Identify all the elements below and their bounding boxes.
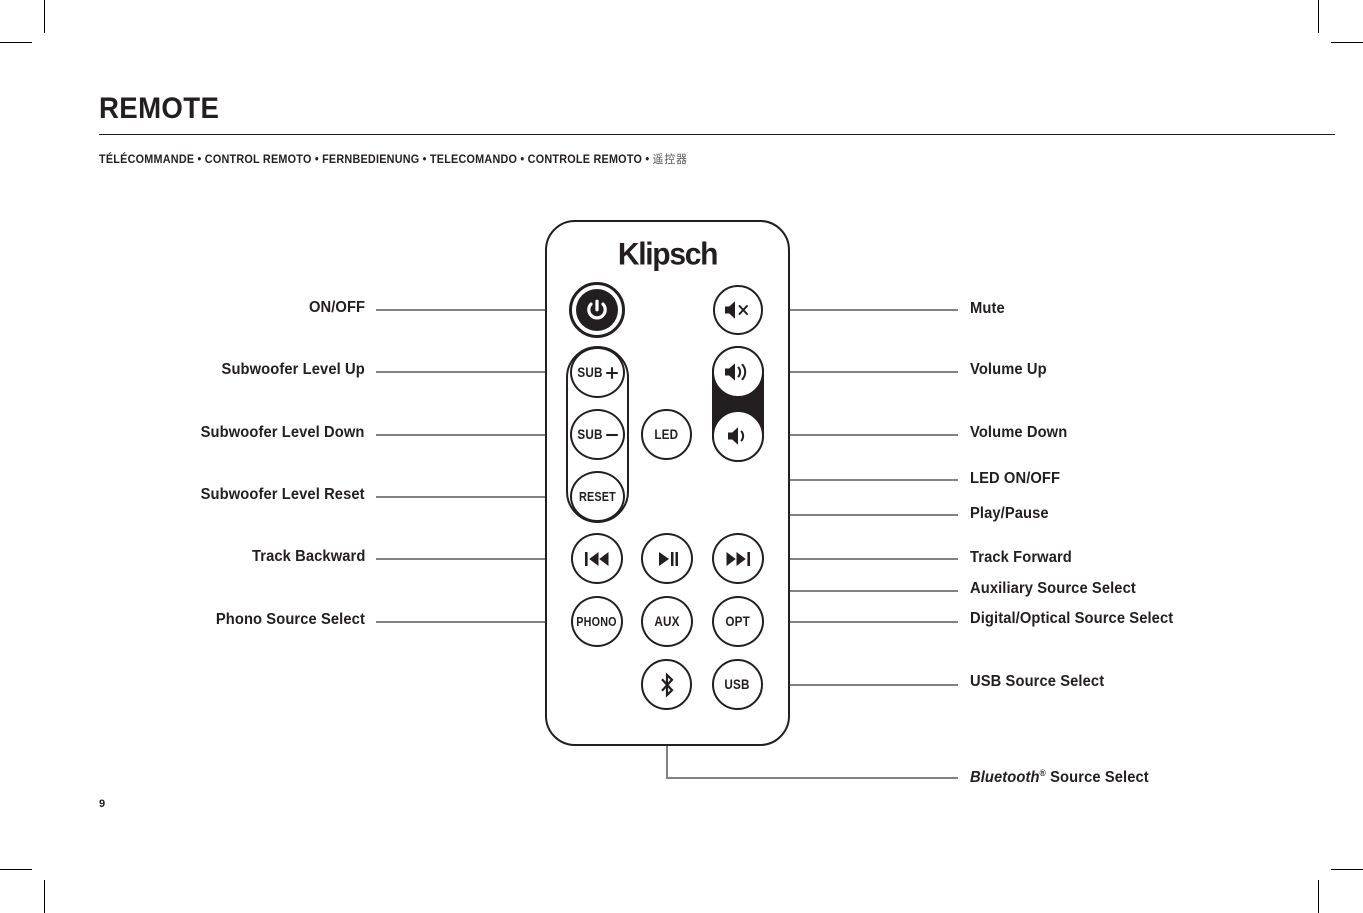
phono-label: PHONO [576, 614, 618, 629]
crop-mark-top-left-horizontal [0, 42, 32, 43]
previous-track-icon [585, 551, 609, 566]
subwoofer-up-label: SUB [577, 364, 603, 381]
page-title: REMOTE [99, 92, 220, 125]
callout-play-pause: Play/Pause [970, 505, 1049, 522]
subwoofer-level-reset-button[interactable]: RESET [570, 471, 625, 522]
callout-volume-up: Volume Up [970, 361, 1047, 378]
leader-track-forward [762, 558, 958, 560]
subwoofer-level-down-button[interactable]: SUB [570, 409, 625, 460]
usb-source-select-button[interactable]: USB [712, 659, 763, 710]
leader-volume-up [762, 371, 958, 373]
brand-logo: Klipsch [617, 236, 719, 272]
plus-icon [606, 366, 618, 379]
leader-subwoofer-level-reset [376, 496, 576, 498]
registered-trademark-icon: ® [1039, 768, 1046, 778]
led-label: LED [654, 426, 679, 443]
callout-subwoofer-level-up: Subwoofer Level Up [221, 361, 365, 378]
volume-up-button[interactable] [712, 346, 764, 398]
bluetooth-wordmark: Bluetooth [970, 769, 1040, 787]
leader-volume-down [762, 434, 958, 436]
crop-mark-top-right-vertical [1318, 0, 1319, 33]
bluetooth-icon [660, 671, 674, 698]
leader-on-off [376, 309, 576, 311]
callout-mute: Mute [970, 300, 1005, 317]
leader-digital-optical-source-select [762, 621, 958, 623]
volume-down-button[interactable] [712, 410, 764, 462]
track-backward-button[interactable] [571, 533, 623, 584]
callout-track-forward: Track Forward [970, 549, 1072, 566]
crop-mark-bottom-left-horizontal [0, 869, 32, 870]
bluetooth-source-select-button[interactable] [641, 659, 692, 710]
callout-subwoofer-level-down: Subwoofer Level Down [201, 424, 365, 441]
led-on-off-button[interactable]: LED [641, 409, 692, 460]
subtitle-translations: TÉLÉCOMMANDE • CONTROL REMOTO • FERNBEDI… [99, 151, 688, 167]
play-pause-icon [659, 551, 678, 566]
leader-auxiliary-horizontal [666, 590, 958, 592]
phono-source-select-button[interactable]: PHONO [571, 596, 623, 647]
opt-label: OPT [725, 613, 751, 630]
subtitle-latin: TÉLÉCOMMANDE • CONTROL REMOTO • FERNBEDI… [99, 154, 653, 166]
mute-button[interactable] [713, 285, 763, 335]
speaker-waves-icon [725, 363, 747, 381]
callout-led-on-off: LED ON/OFF [970, 470, 1061, 487]
callout-track-backward: Track Backward [251, 548, 365, 565]
crop-mark-bottom-right-vertical [1318, 880, 1319, 913]
leader-usb-source-select [762, 684, 958, 686]
speaker-icon [728, 427, 745, 445]
aux-label: AUX [654, 613, 680, 630]
reset-label: RESET [579, 489, 616, 504]
leader-subwoofer-level-up [376, 371, 576, 373]
leader-mute [762, 309, 958, 311]
crop-mark-bottom-right-horizontal [1331, 869, 1363, 870]
usb-label: USB [724, 676, 751, 693]
crop-mark-bottom-left-vertical [44, 880, 45, 913]
next-track-icon [726, 551, 750, 566]
power-button[interactable] [569, 282, 625, 338]
bluetooth-source-select-suffix: Source Select [1045, 769, 1149, 787]
minus-icon [606, 433, 618, 436]
digital-optical-source-select-button[interactable]: OPT [712, 596, 764, 647]
crop-mark-top-right-horizontal [1331, 42, 1363, 43]
leader-track-backward [376, 558, 576, 560]
callout-usb-source-select: USB Source Select [970, 673, 1105, 690]
callout-on-off: ON/OFF [308, 299, 365, 316]
auxiliary-source-select-button[interactable]: AUX [641, 596, 693, 647]
track-forward-button[interactable] [712, 533, 764, 584]
leader-phono-source-select [376, 621, 576, 623]
subtitle-chinese: 遥控器 [652, 154, 688, 166]
callout-subwoofer-level-reset: Subwoofer Level Reset [200, 486, 365, 503]
title-divider [99, 134, 1335, 135]
mute-speaker-icon [725, 301, 748, 319]
callout-phono-source-select: Phono Source Select [215, 611, 365, 628]
subwoofer-level-up-button[interactable]: SUB [570, 347, 625, 398]
play-pause-button[interactable] [641, 533, 693, 584]
callout-digital-optical-source-select: Digital/Optical Source Select [970, 610, 1174, 627]
subwoofer-down-label: SUB [577, 426, 603, 443]
callout-volume-down: Volume Down [970, 424, 1068, 441]
leader-led-horizontal [666, 479, 958, 481]
leader-subwoofer-level-down [376, 434, 576, 436]
crop-mark-top-left-vertical [44, 0, 45, 33]
page-number: 9 [99, 798, 106, 810]
leader-play-pause-horizontal [666, 514, 958, 516]
callout-bluetooth-source-select: Bluetooth® Source Select [970, 768, 1149, 787]
leader-bluetooth-horizontal [666, 777, 958, 779]
power-icon [576, 289, 618, 331]
callout-auxiliary-source-select: Auxiliary Source Select [970, 580, 1136, 597]
